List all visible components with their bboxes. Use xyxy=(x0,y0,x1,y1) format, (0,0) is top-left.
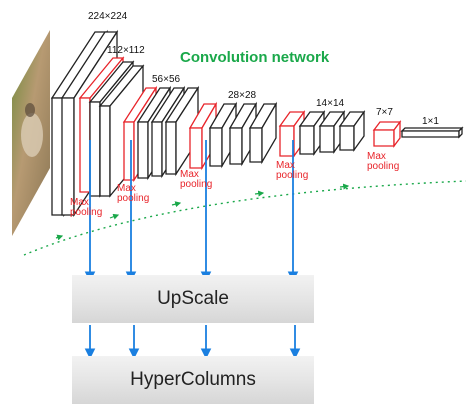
conv-stage-14 xyxy=(278,109,366,159)
conv-stage-28 xyxy=(188,101,278,171)
arc-arrowheads xyxy=(55,183,350,241)
conv-stage-1 xyxy=(400,126,464,139)
arrows-to-upscale xyxy=(84,140,299,283)
size-label-7: 7×7 xyxy=(376,107,393,118)
diagram-title: Convolution network xyxy=(180,49,330,66)
size-label-1: 1×1 xyxy=(422,116,439,127)
size-label-14: 14×14 xyxy=(316,98,345,109)
size-label-224: 224×224 xyxy=(88,11,128,22)
size-label-56: 56×56 xyxy=(152,74,181,85)
conv-stage-7 xyxy=(372,120,402,148)
hypercolumns-box: HyperColumns xyxy=(72,356,314,404)
size-label-28: 28×28 xyxy=(228,90,257,101)
conv-stage-56 xyxy=(122,85,200,183)
arrows-to-hypercolumns xyxy=(84,325,301,360)
size-label-112: 112×112 xyxy=(107,45,145,56)
input-image xyxy=(12,30,50,236)
upscale-box: UpScale xyxy=(72,275,314,323)
dotted-arc xyxy=(23,180,467,256)
